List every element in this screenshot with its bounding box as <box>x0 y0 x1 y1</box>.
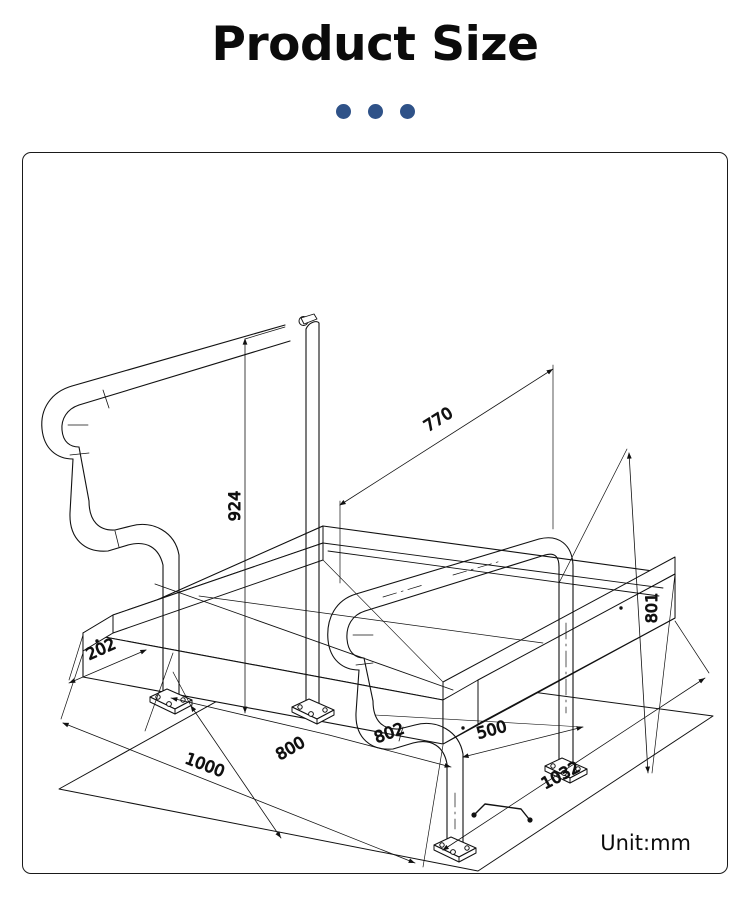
dim-924: 924 <box>225 491 244 522</box>
drawing-frame: 924 770 801 <box>22 152 728 874</box>
dot-1 <box>335 104 351 119</box>
dot-3 <box>399 104 415 119</box>
page-header: Product Size <box>0 0 750 140</box>
dim-770: 770 <box>420 403 456 435</box>
technical-drawing: 924 770 801 <box>23 153 727 873</box>
decorative-dots <box>0 104 750 119</box>
page-title: Product Size <box>211 17 539 72</box>
dim-801: 801 <box>642 593 661 624</box>
dot-2 <box>367 104 383 119</box>
unit-label: Unit:mm <box>600 831 691 855</box>
